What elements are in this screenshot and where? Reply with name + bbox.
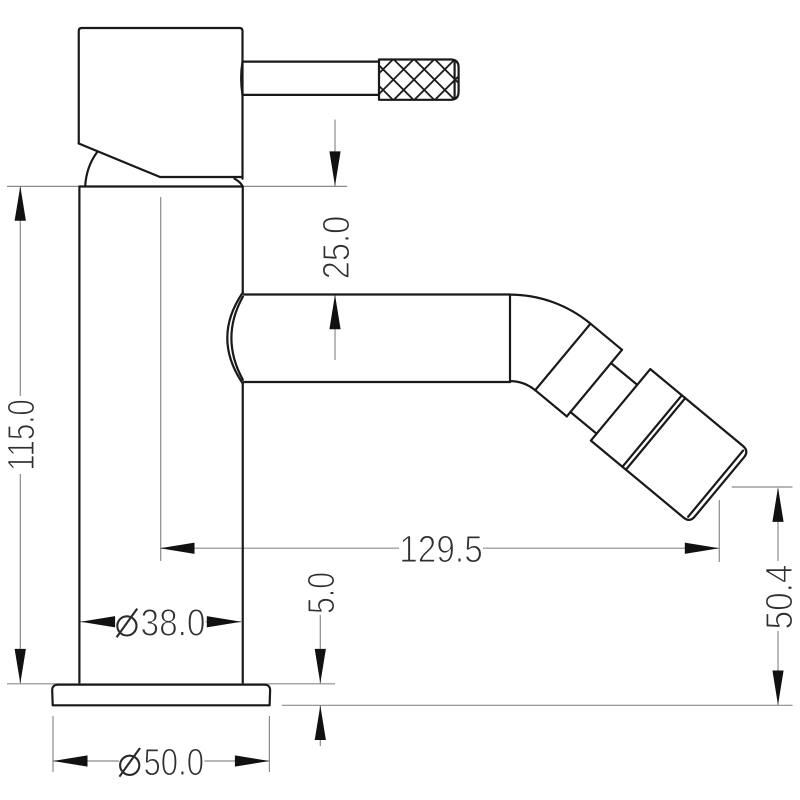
svg-text:38.0: 38.0 [141,603,206,645]
svg-text:115.0: 115.0 [1,399,43,471]
svg-text:25.0: 25.0 [316,216,358,280]
svg-text:50.4: 50.4 [759,565,800,630]
svg-text:5.0: 5.0 [301,572,343,614]
svg-text:129.5: 129.5 [399,529,483,571]
svg-text:50.0: 50.0 [144,742,205,784]
